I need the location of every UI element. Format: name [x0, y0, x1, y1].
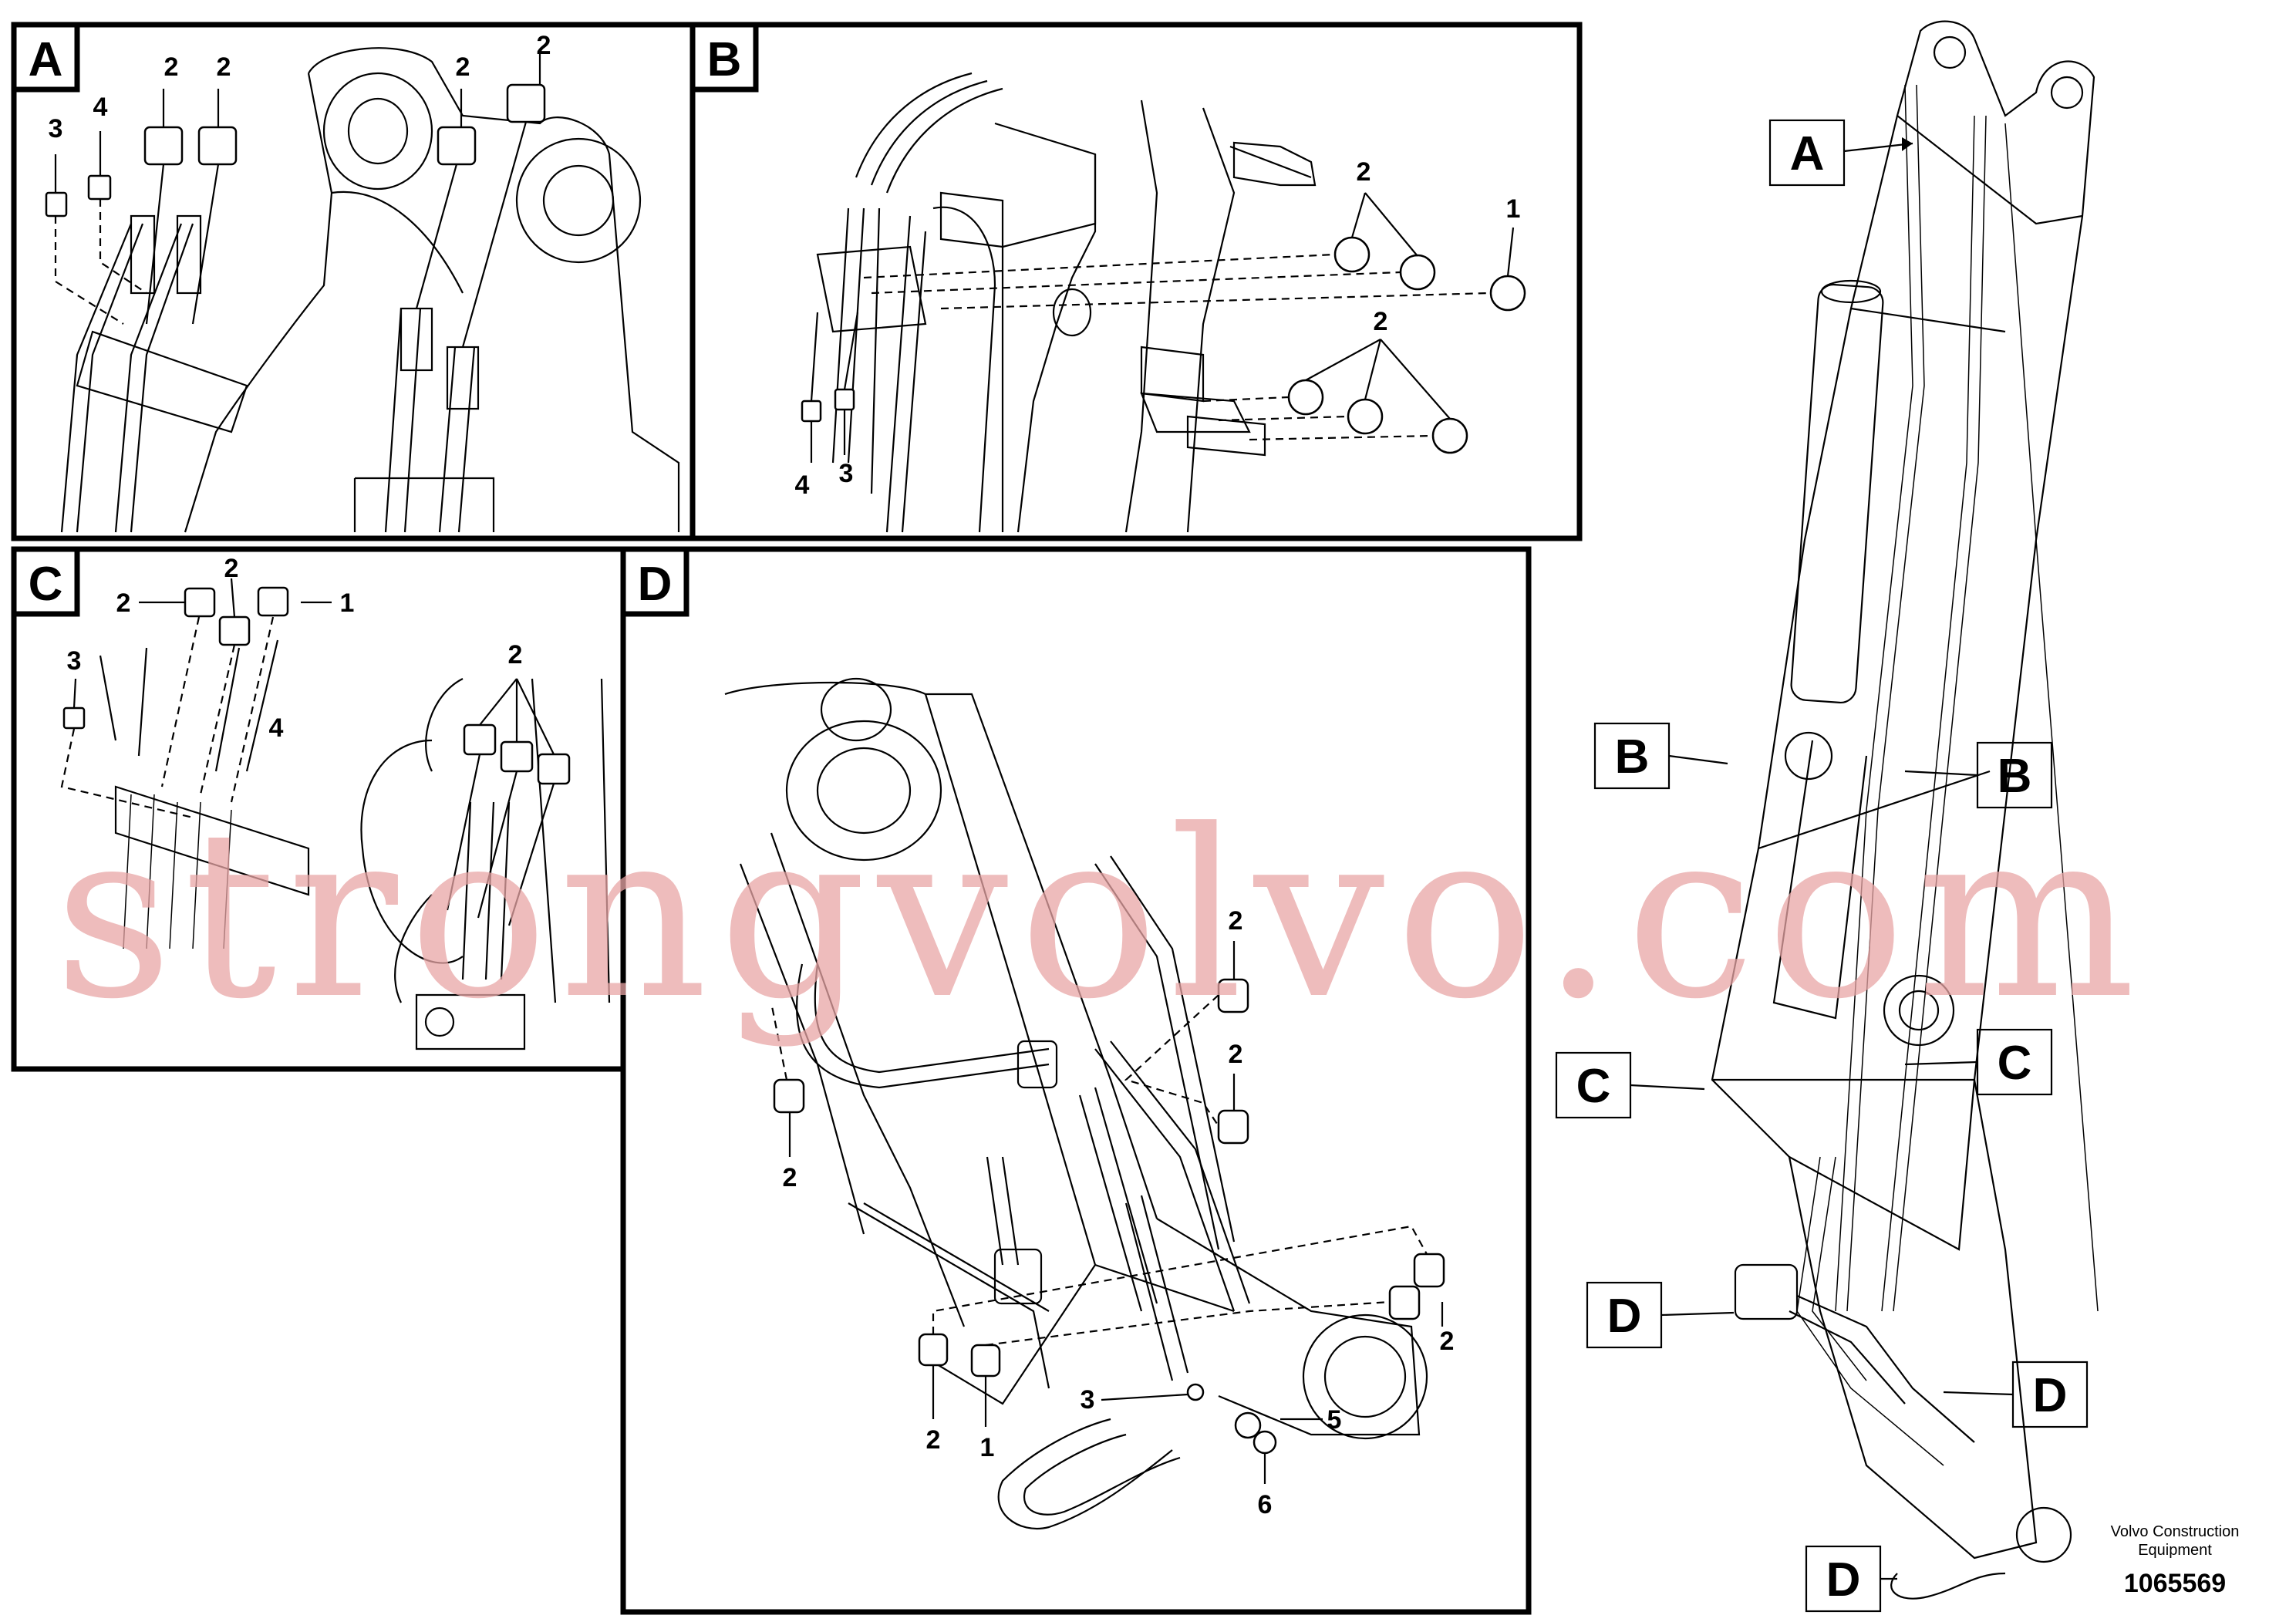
company-name-line2: Equipment: [2138, 1542, 2212, 1559]
overview-tag-c-left: C: [1576, 1060, 1611, 1113]
company-name-line1: Volvo Construction: [2111, 1523, 2240, 1540]
callout-c-3: 3: [67, 646, 82, 676]
callout-b-2bot: 2: [1374, 307, 1388, 336]
callout-d-1: 1: [980, 1433, 995, 1462]
overview-tag-d-right: D: [2033, 1369, 2068, 1422]
panel-tag-c: C: [29, 558, 63, 611]
panel-a: A 3 4 2 2 2 2: [11, 22, 696, 541]
callout-a-2a: 2: [164, 52, 179, 82]
footer: Volvo Construction Equipment 1065569: [2111, 1523, 2240, 1598]
panel-d: D: [620, 546, 1532, 1615]
callout-a-2c: 2: [456, 52, 470, 82]
overview-tag-d-bottom: D: [1826, 1553, 1861, 1607]
callout-d-2e: 2: [926, 1425, 941, 1455]
panel-tag-d: D: [638, 558, 673, 611]
callout-b-4: 4: [795, 470, 810, 500]
callout-d-2a: 2: [1229, 906, 1243, 936]
callout-c-1: 1: [340, 588, 355, 618]
callout-d-2b: 2: [1229, 1040, 1243, 1069]
callout-c-4: 4: [269, 713, 284, 743]
callout-b-3: 3: [839, 459, 854, 488]
callout-b-1: 1: [1506, 194, 1521, 224]
overview-tag-b-left: B: [1615, 730, 1650, 784]
overview-tag-b-right: B: [1998, 750, 2032, 803]
document-number: 1065569: [2124, 1569, 2226, 1598]
callout-d-2d: 2: [1440, 1327, 1455, 1356]
callout-b-2top: 2: [1357, 157, 1371, 187]
callout-a-4: 4: [93, 93, 108, 122]
callout-d-6: 6: [1258, 1490, 1273, 1519]
panel-tag-b: B: [707, 33, 742, 86]
callout-c-2right: 2: [508, 640, 523, 669]
callout-d-3: 3: [1081, 1385, 1095, 1415]
overview-tag-d-left: D: [1607, 1290, 1642, 1343]
callout-a-2d: 2: [537, 31, 551, 60]
watermark: strongvolvo.com: [54, 781, 2146, 1050]
panel-tag-a: A: [29, 33, 63, 86]
callout-d-5: 5: [1327, 1405, 1342, 1435]
callout-a-3: 3: [49, 114, 63, 143]
boom-overview: A B B C C D D D: [1555, 20, 2099, 1613]
callout-c-2left: 2: [116, 588, 131, 618]
callout-a-2b: 2: [217, 52, 231, 82]
overview-tag-a: A: [1790, 127, 1825, 180]
callout-d-2c: 2: [783, 1163, 797, 1192]
callout-c-2top: 2: [224, 554, 239, 583]
overview-tag-c-right: C: [1998, 1037, 2032, 1090]
panel-b: B 2 1 2 4: [689, 22, 1583, 541]
